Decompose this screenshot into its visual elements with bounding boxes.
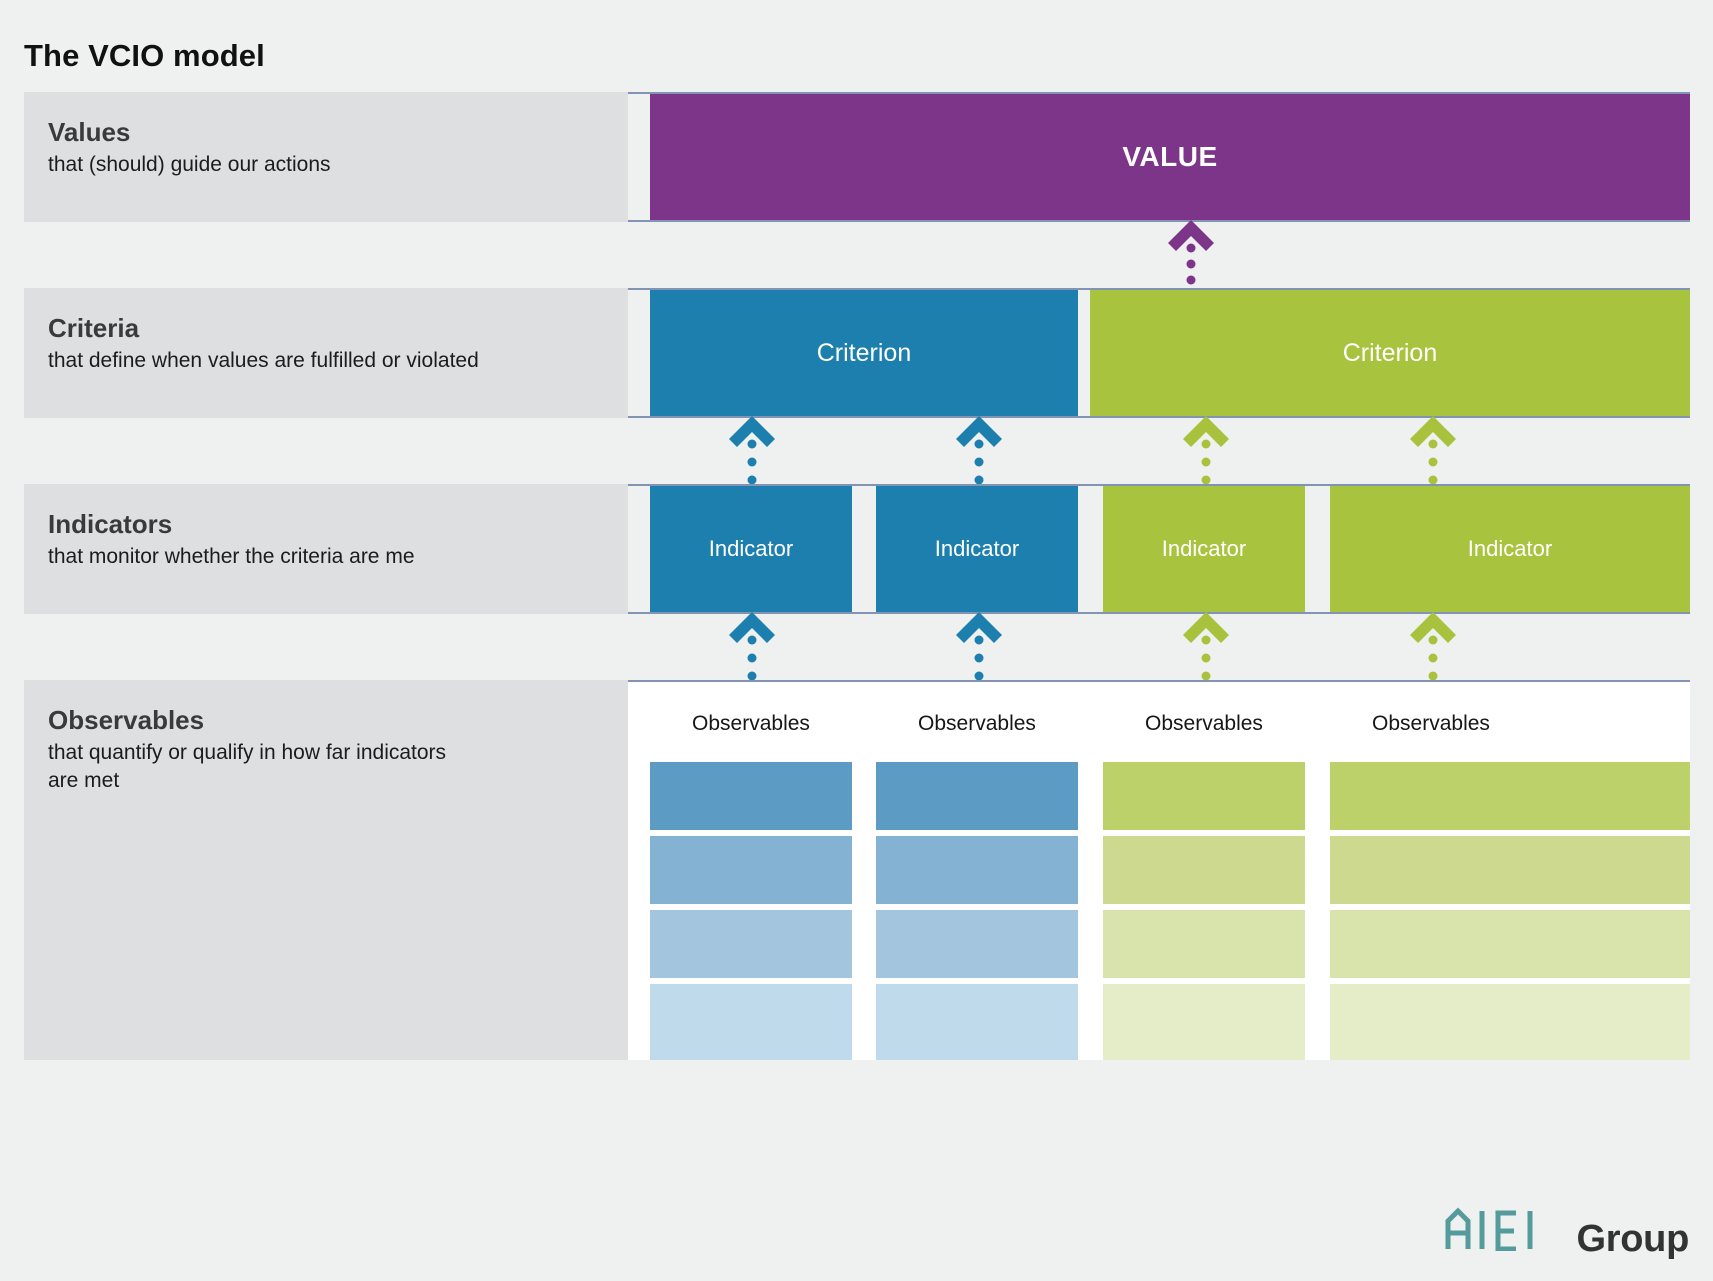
label-heading-observables: Observables xyxy=(48,705,205,735)
indicator-block-2[interactable]: Indicator xyxy=(876,486,1078,612)
band-rule-bottom xyxy=(24,612,1690,614)
observables-col-title-2: Observables xyxy=(918,712,1036,735)
label-subtitle-observables-line1: that quantify or qualify in how far indi… xyxy=(48,741,447,765)
indicator-block-1[interactable]: Indicator xyxy=(650,486,852,612)
observables-col-title-4: Observables xyxy=(1372,712,1490,735)
value-block[interactable]: VALUE xyxy=(650,94,1690,220)
row-band-indicators: Indicators that monitor whether the crit… xyxy=(0,484,1713,614)
observable-tile[interactable] xyxy=(876,910,1078,978)
label-heading-criteria: Criteria xyxy=(48,313,140,343)
criterion-arrow-4 xyxy=(1408,414,1458,486)
criterion-arrow-3 xyxy=(1181,414,1231,486)
page-title: The VCIO model xyxy=(24,38,265,73)
observables-col-title-1: Observables xyxy=(692,712,810,735)
observable-tile[interactable] xyxy=(650,762,852,830)
label-subtitle-observables-line2: are met xyxy=(48,769,120,793)
criterion-block-1[interactable]: Criterion xyxy=(650,290,1078,416)
band-rule-bottom xyxy=(24,416,1690,418)
label-subtitle-values: that (should) guide our actions xyxy=(48,153,331,177)
row-band-criteria: Criteria that define when values are ful… xyxy=(0,288,1713,418)
observable-tile[interactable] xyxy=(1103,762,1305,830)
label-subtitle-indicators: that monitor whether the criteria are me xyxy=(48,545,415,569)
label-heading-indicators: Indicators xyxy=(48,509,173,539)
indicator-block-4-label: Indicator xyxy=(1467,536,1553,561)
band-rule-bottom xyxy=(24,220,1690,222)
label-panel-values: Values that (should) guide our actions xyxy=(24,92,628,222)
observable-tile[interactable] xyxy=(1103,910,1305,978)
observable-tile[interactable] xyxy=(1103,836,1305,904)
row-band-values: Values that (should) guide our actions V… xyxy=(0,92,1713,222)
indicator-block-2-label: Indicator xyxy=(934,536,1020,561)
criterion-arrow-2 xyxy=(954,414,1004,486)
indicator-arrow-4 xyxy=(1408,610,1458,682)
band-rule-top xyxy=(24,484,1690,486)
logo-word: Group xyxy=(1576,1218,1690,1260)
observable-tile[interactable] xyxy=(876,762,1078,830)
indicator-block-1-label: Indicator xyxy=(708,536,794,561)
observables-col-title-3: Observables xyxy=(1145,712,1263,735)
observable-tile[interactable] xyxy=(876,984,1078,1060)
value-arrow xyxy=(1166,218,1216,288)
observable-tile[interactable] xyxy=(1330,762,1690,830)
value-block-label: VALUE xyxy=(1122,141,1218,172)
observable-tile[interactable] xyxy=(1103,984,1305,1060)
indicator-block-3-label: Indicator xyxy=(1161,536,1247,561)
label-heading-values: Values xyxy=(48,117,131,147)
criterion-arrow-1 xyxy=(727,414,777,486)
aiei-logo-icon xyxy=(1445,1207,1533,1251)
label-panel-criteria: Criteria that define when values are ful… xyxy=(24,288,628,418)
observable-tile[interactable] xyxy=(650,984,852,1060)
criterion-block-2[interactable]: Criterion xyxy=(1090,290,1690,416)
indicator-block-3[interactable]: Indicator xyxy=(1103,486,1305,612)
label-subtitle-criteria: that define when values are fulfilled or… xyxy=(48,349,479,373)
indicator-arrow-1 xyxy=(727,610,777,682)
indicator-block-4[interactable]: Indicator xyxy=(1330,486,1690,612)
observable-tile[interactable] xyxy=(1330,836,1690,904)
label-panel-indicators: Indicators that monitor whether the crit… xyxy=(24,484,628,614)
observable-tile[interactable] xyxy=(1330,984,1690,1060)
observable-tile[interactable] xyxy=(650,910,852,978)
observable-tile[interactable] xyxy=(650,836,852,904)
logo: Group xyxy=(1444,1207,1689,1261)
observable-tile[interactable] xyxy=(1330,910,1690,978)
band-rule-top xyxy=(24,680,1690,682)
label-panel-observables: Observables that quantify or qualify in … xyxy=(24,680,628,1060)
band-rule-top xyxy=(24,92,1690,94)
indicator-arrow-2 xyxy=(954,610,1004,682)
indicator-arrow-3 xyxy=(1181,610,1231,682)
band-rule-top xyxy=(24,288,1690,290)
criterion-block-1-label: Criterion xyxy=(816,338,912,367)
observable-tile[interactable] xyxy=(876,836,1078,904)
criterion-block-2-label: Criterion xyxy=(1342,338,1438,367)
row-band-observables: Observables that quantify or qualify in … xyxy=(0,680,1713,1060)
